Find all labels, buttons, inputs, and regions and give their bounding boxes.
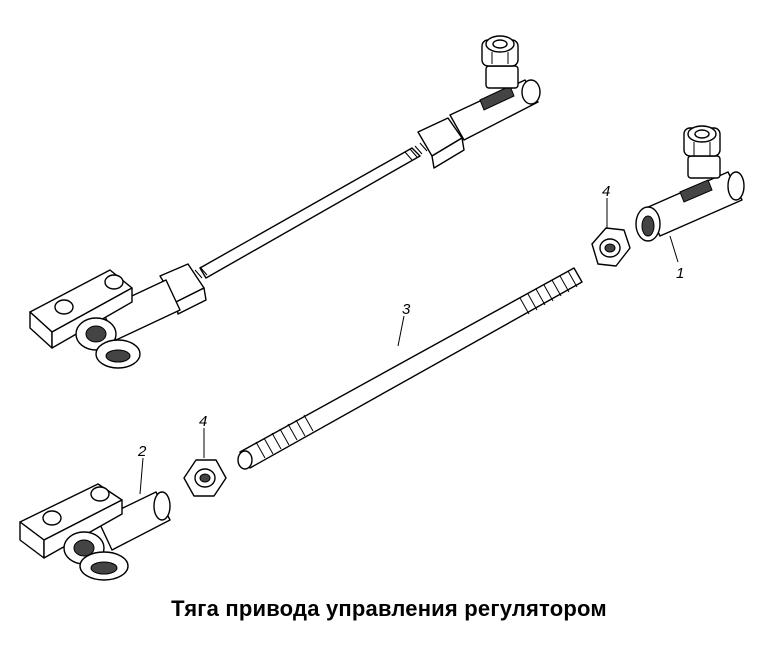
- part-2-clevis: [19, 483, 171, 581]
- part-4-nut-upper: [591, 227, 631, 267]
- assembled-rod: [29, 35, 541, 369]
- part-3-threaded-rod: [237, 267, 583, 470]
- callout-4-upper: 4: [602, 183, 610, 200]
- part-4-nut-lower: [183, 459, 227, 497]
- leader-lines: [139, 198, 679, 495]
- callout-3: 3: [402, 301, 411, 318]
- callout-1: 1: [676, 265, 684, 282]
- figure-caption: Тяга привода управления регулятором: [171, 596, 607, 621]
- part-1-fork: [635, 125, 745, 242]
- callout-2: 2: [137, 443, 147, 460]
- callout-4-lower: 4: [199, 413, 207, 430]
